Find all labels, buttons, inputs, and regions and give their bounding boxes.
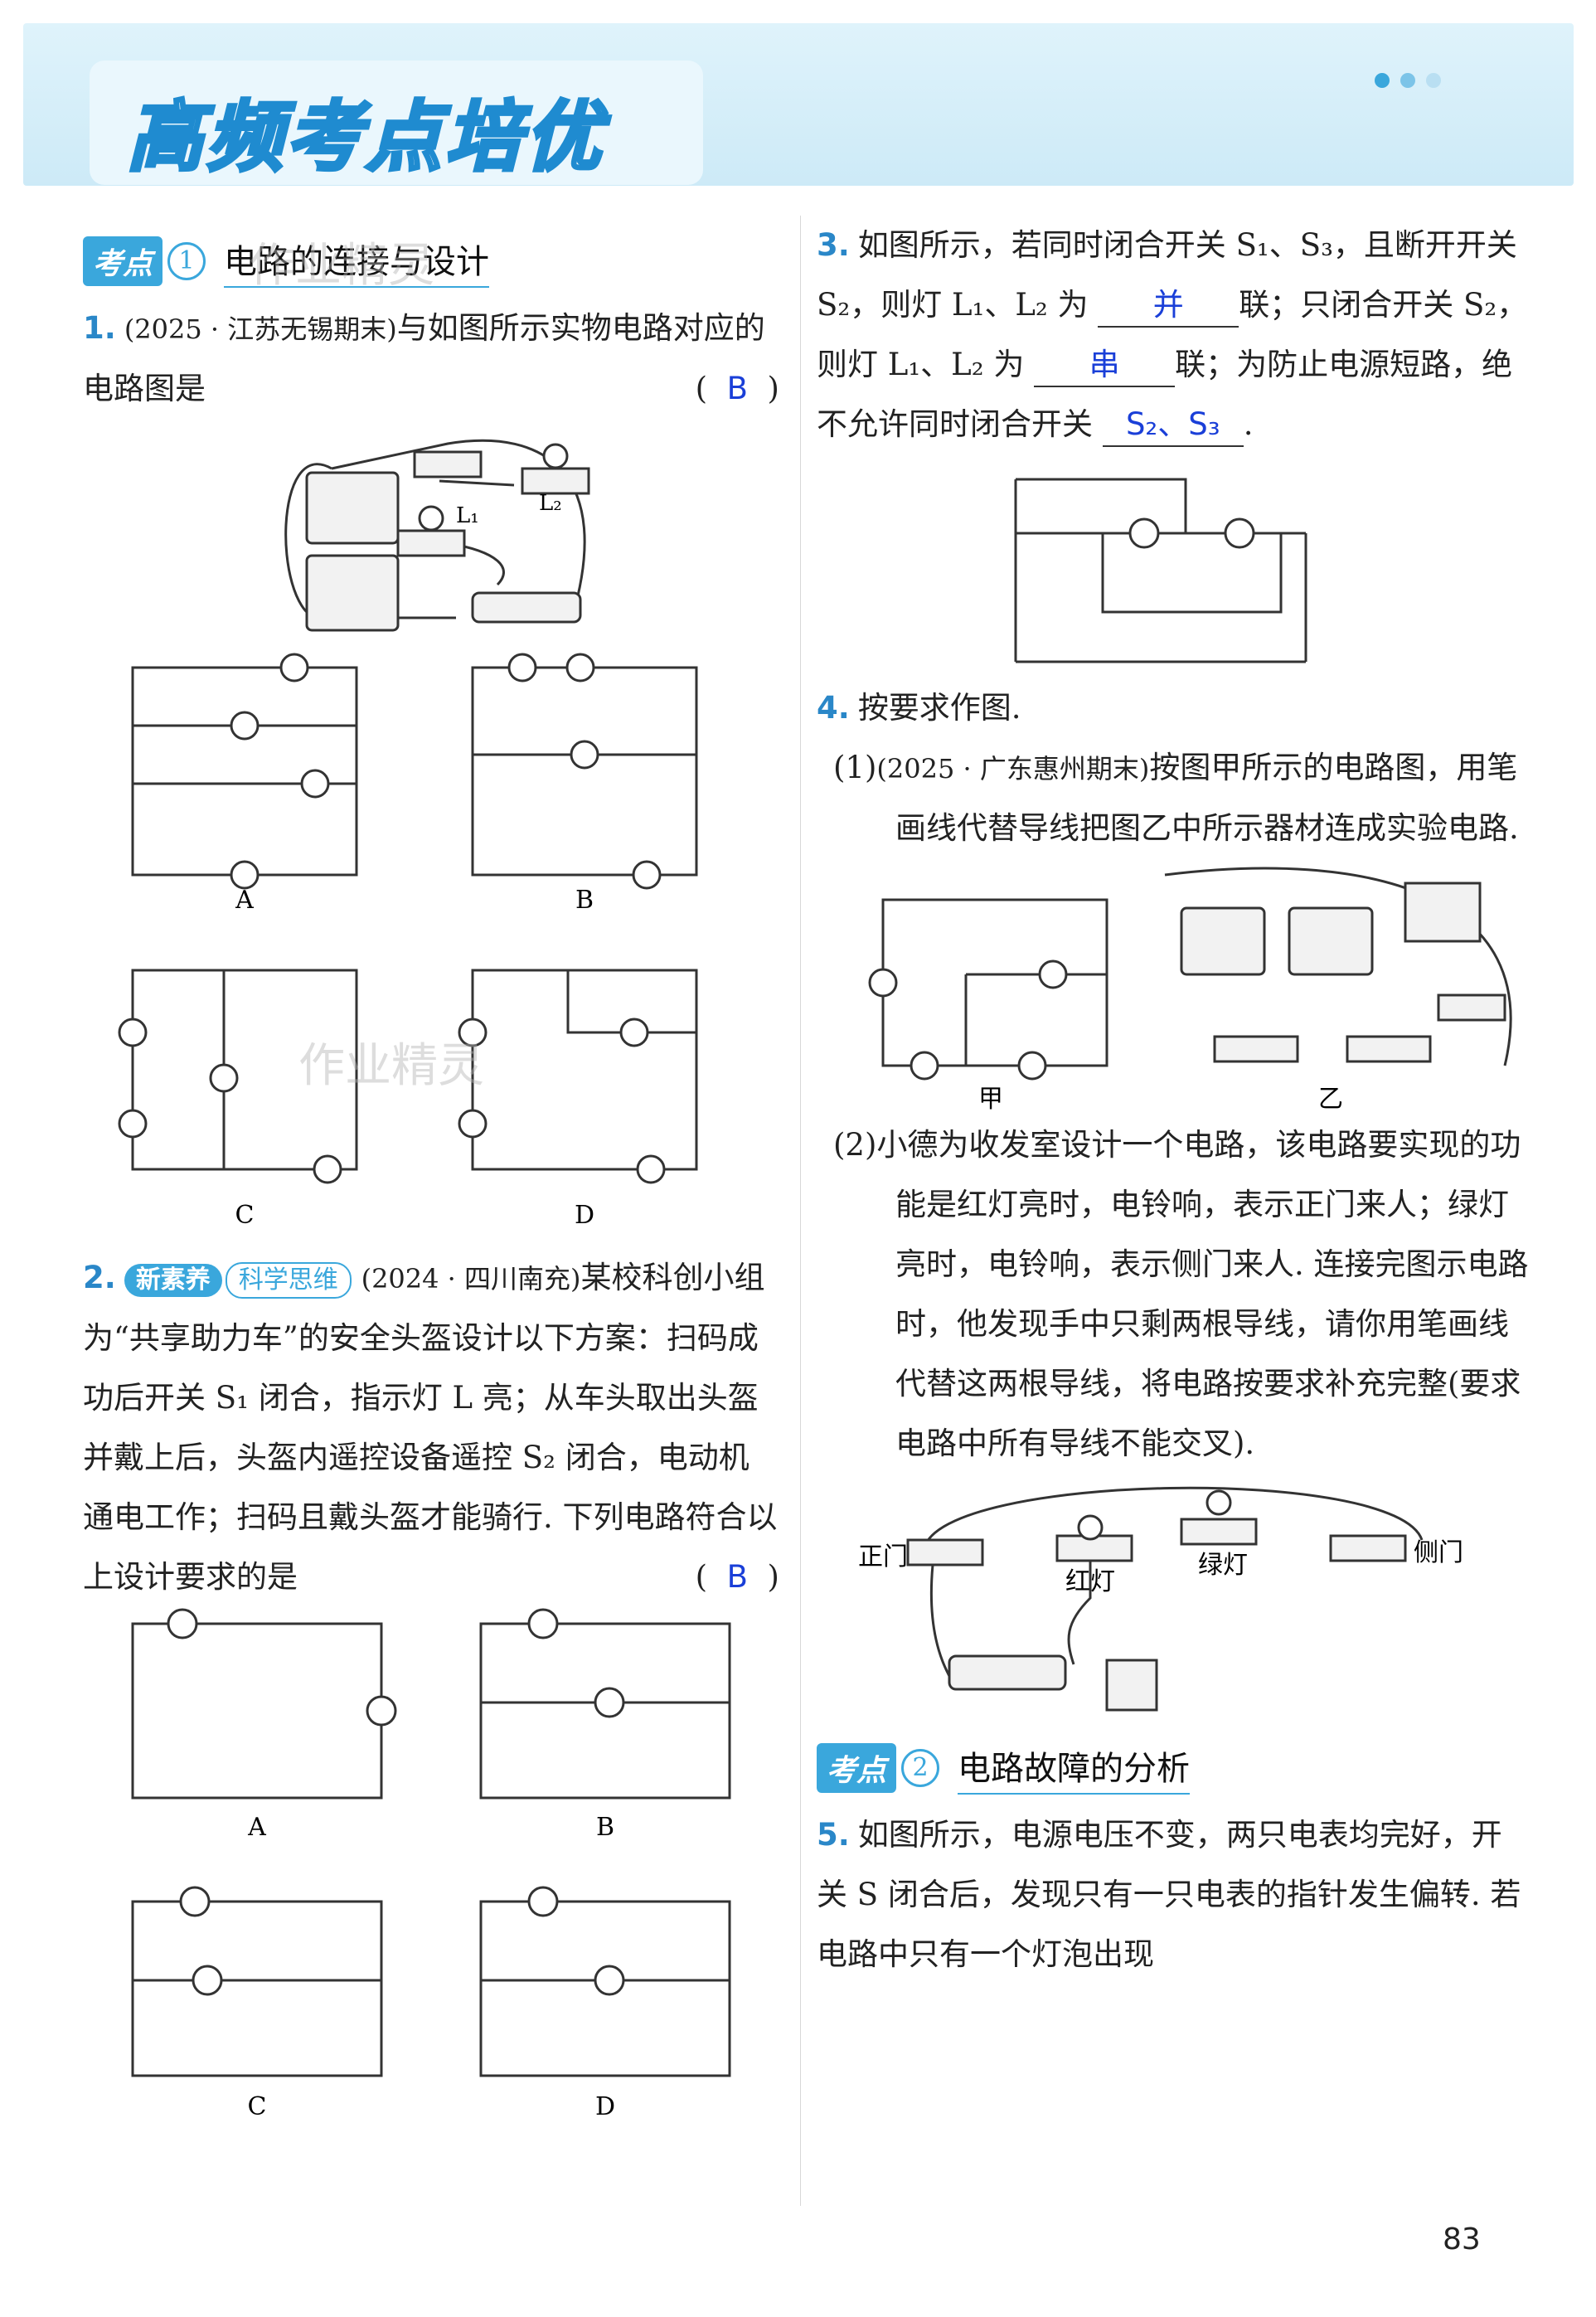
option-label-b: B xyxy=(575,886,594,915)
question-number: 5. xyxy=(817,1817,850,1853)
option-label-a: A xyxy=(235,886,254,915)
part-label: (1) xyxy=(833,750,877,785)
question-4: 4.按要求作图. xyxy=(817,678,1530,738)
answer: B xyxy=(726,1559,749,1595)
q1-physical-circuit: L₁ L₂ xyxy=(284,439,590,632)
q3-circuit xyxy=(1014,478,1307,663)
section-tag: 考点 xyxy=(83,236,163,286)
question-source: (2025 · 江苏无锡期末) xyxy=(124,313,397,345)
question-2: 2.新素养科学思维 (2024 · 四川南充)某校科创小组为“共享助力车”的安全… xyxy=(83,1248,779,1607)
q4-door-circuit: 正门 侧门 红灯 绿灯 xyxy=(858,1486,1463,1712)
part-label: (2) xyxy=(833,1127,877,1163)
right-column: 3.如图所示，若同时闭合开关 S₁、S₃，且断开开关 S₂，则灯 L₁、L₂ 为… xyxy=(817,216,1530,1984)
option-label-c: C xyxy=(248,2092,267,2121)
label-red-light: 红灯 xyxy=(1065,1567,1115,1596)
question-text: 按要求作图. xyxy=(857,690,1021,726)
option-label-a: A xyxy=(247,1813,266,1842)
banner-dots xyxy=(1368,73,1441,91)
question-text: 联；为防止电源短路，绝不允许同时闭合开关 xyxy=(817,347,1513,442)
section-header-1: 考点 1 电路的连接与设计 xyxy=(83,232,779,290)
section-title: 电路故障的分析 xyxy=(958,1741,1191,1795)
banner-title-box: 高频考点培优 xyxy=(90,61,703,185)
question-text: 如图所示，若同时闭合开关 S₁、S₃，且断开开关 S₂，则灯 L₁、L₂ 为 xyxy=(817,227,1517,323)
answer-paren: ( B ) xyxy=(695,1559,779,1595)
question-text: 某校科创小组为“共享助力车”的安全头盔设计以下方案：扫码成功后开关 S₁ 闭合，… xyxy=(83,1260,778,1595)
watermark: 作业精灵 xyxy=(249,239,434,293)
q1-option-circuits: A B C D xyxy=(118,653,698,1230)
watermark: 作业精灵 xyxy=(298,1039,484,1093)
option-label-b: B xyxy=(596,1813,614,1842)
tag-scientific-thinking: 科学思维 xyxy=(225,1262,352,1299)
question-number: 2. xyxy=(83,1260,116,1295)
answer-blank-3: S₂、S₃ xyxy=(1102,404,1244,447)
q2-option-circuits: A B C D xyxy=(131,1608,731,2121)
option-label-d: D xyxy=(595,2092,615,2121)
question-number: 4. xyxy=(817,690,850,726)
option-label-c: C xyxy=(235,1201,255,1230)
page-number: 83 xyxy=(1443,2222,1481,2256)
dot-icon xyxy=(1400,73,1415,88)
section-header-2: 考点 2 电路故障的分析 xyxy=(817,1739,1530,1797)
figure-label-yi: 乙 xyxy=(1318,1085,1343,1114)
column-divider xyxy=(800,216,801,2206)
question-4-part-1: (1)(2025 · 广东惠州期末)按图甲所示的电路图，用笔画线代替导线把图乙中… xyxy=(833,738,1530,858)
question-4-part-2: (2)小德为收发室设计一个电路，该电路要实现的功能是红灯亮时，电铃响，表示正门来… xyxy=(833,1115,1530,1474)
answer-paren: ( B ) xyxy=(695,371,779,406)
tag-new-literacy: 新素养 xyxy=(124,1264,222,1297)
label-front-door: 正门 xyxy=(858,1542,908,1571)
section-number: 2 xyxy=(901,1749,940,1787)
label-l2: L₂ xyxy=(539,491,562,516)
question-3: 3.如图所示，若同时闭合开关 S₁、S₃，且断开开关 S₂，则灯 L₁、L₂ 为… xyxy=(817,216,1530,454)
left-column: 考点 1 电路的连接与设计 1.(2025 · 江苏无锡期末)与如图所示实物电路… xyxy=(83,216,779,2146)
question-text: 如图所示，电源电压不变，两只电表均完好，开关 S 闭合后，发现只有一只电表的指针… xyxy=(817,1817,1521,1972)
figure-label-jia: 甲 xyxy=(978,1085,1003,1114)
section-number: 1 xyxy=(167,242,206,280)
label-l1: L₁ xyxy=(456,503,479,528)
question-text: 联；只闭合开关 S₂，则灯 L₁、L₂ 为 xyxy=(817,287,1528,382)
question-number: 1. xyxy=(83,310,116,346)
banner-title: 高频考点培优 xyxy=(125,91,605,183)
option-label-d: D xyxy=(575,1201,594,1230)
answer-blank-1: 并 xyxy=(1098,284,1239,328)
q4-figures-1: 甲 乙 xyxy=(868,867,1512,1114)
answer-blank-2: 串 xyxy=(1034,344,1176,387)
dot-icon xyxy=(1374,73,1390,88)
question-text: 小德为收发室设计一个电路，该电路要实现的功能是红灯亮时，电铃响，表示正门来人；绿… xyxy=(876,1127,1529,1461)
question-text: 按图甲所示的电路图，用笔画线代替导线把图乙中所示器材连成实验电路. xyxy=(895,750,1519,846)
header-banner: 高频考点培优 xyxy=(23,23,1574,186)
question-source: (2024 · 四川南充) xyxy=(361,1263,581,1295)
question-1: 1.(2025 · 江苏无锡期末)与如图所示实物电路对应的电路图是 ( B ) xyxy=(83,299,779,419)
question-text: 与如图所示实物电路对应的电路图是 xyxy=(83,310,765,406)
question-5: 5.如图所示，电源电压不变，两只电表均完好，开关 S 闭合后，发现只有一只电表的… xyxy=(817,1805,1530,1984)
question-source: (2025 · 广东惠州期末) xyxy=(876,753,1150,784)
label-green-light: 绿灯 xyxy=(1198,1551,1248,1580)
section-tag: 考点 xyxy=(817,1743,897,1793)
question-number: 3. xyxy=(817,227,850,263)
dot-icon xyxy=(1426,73,1441,88)
label-side-door: 侧门 xyxy=(1414,1538,1463,1567)
question-text: . xyxy=(1243,406,1254,442)
section-title: 电路的连接与设计 xyxy=(224,235,490,288)
answer: B xyxy=(726,371,749,406)
